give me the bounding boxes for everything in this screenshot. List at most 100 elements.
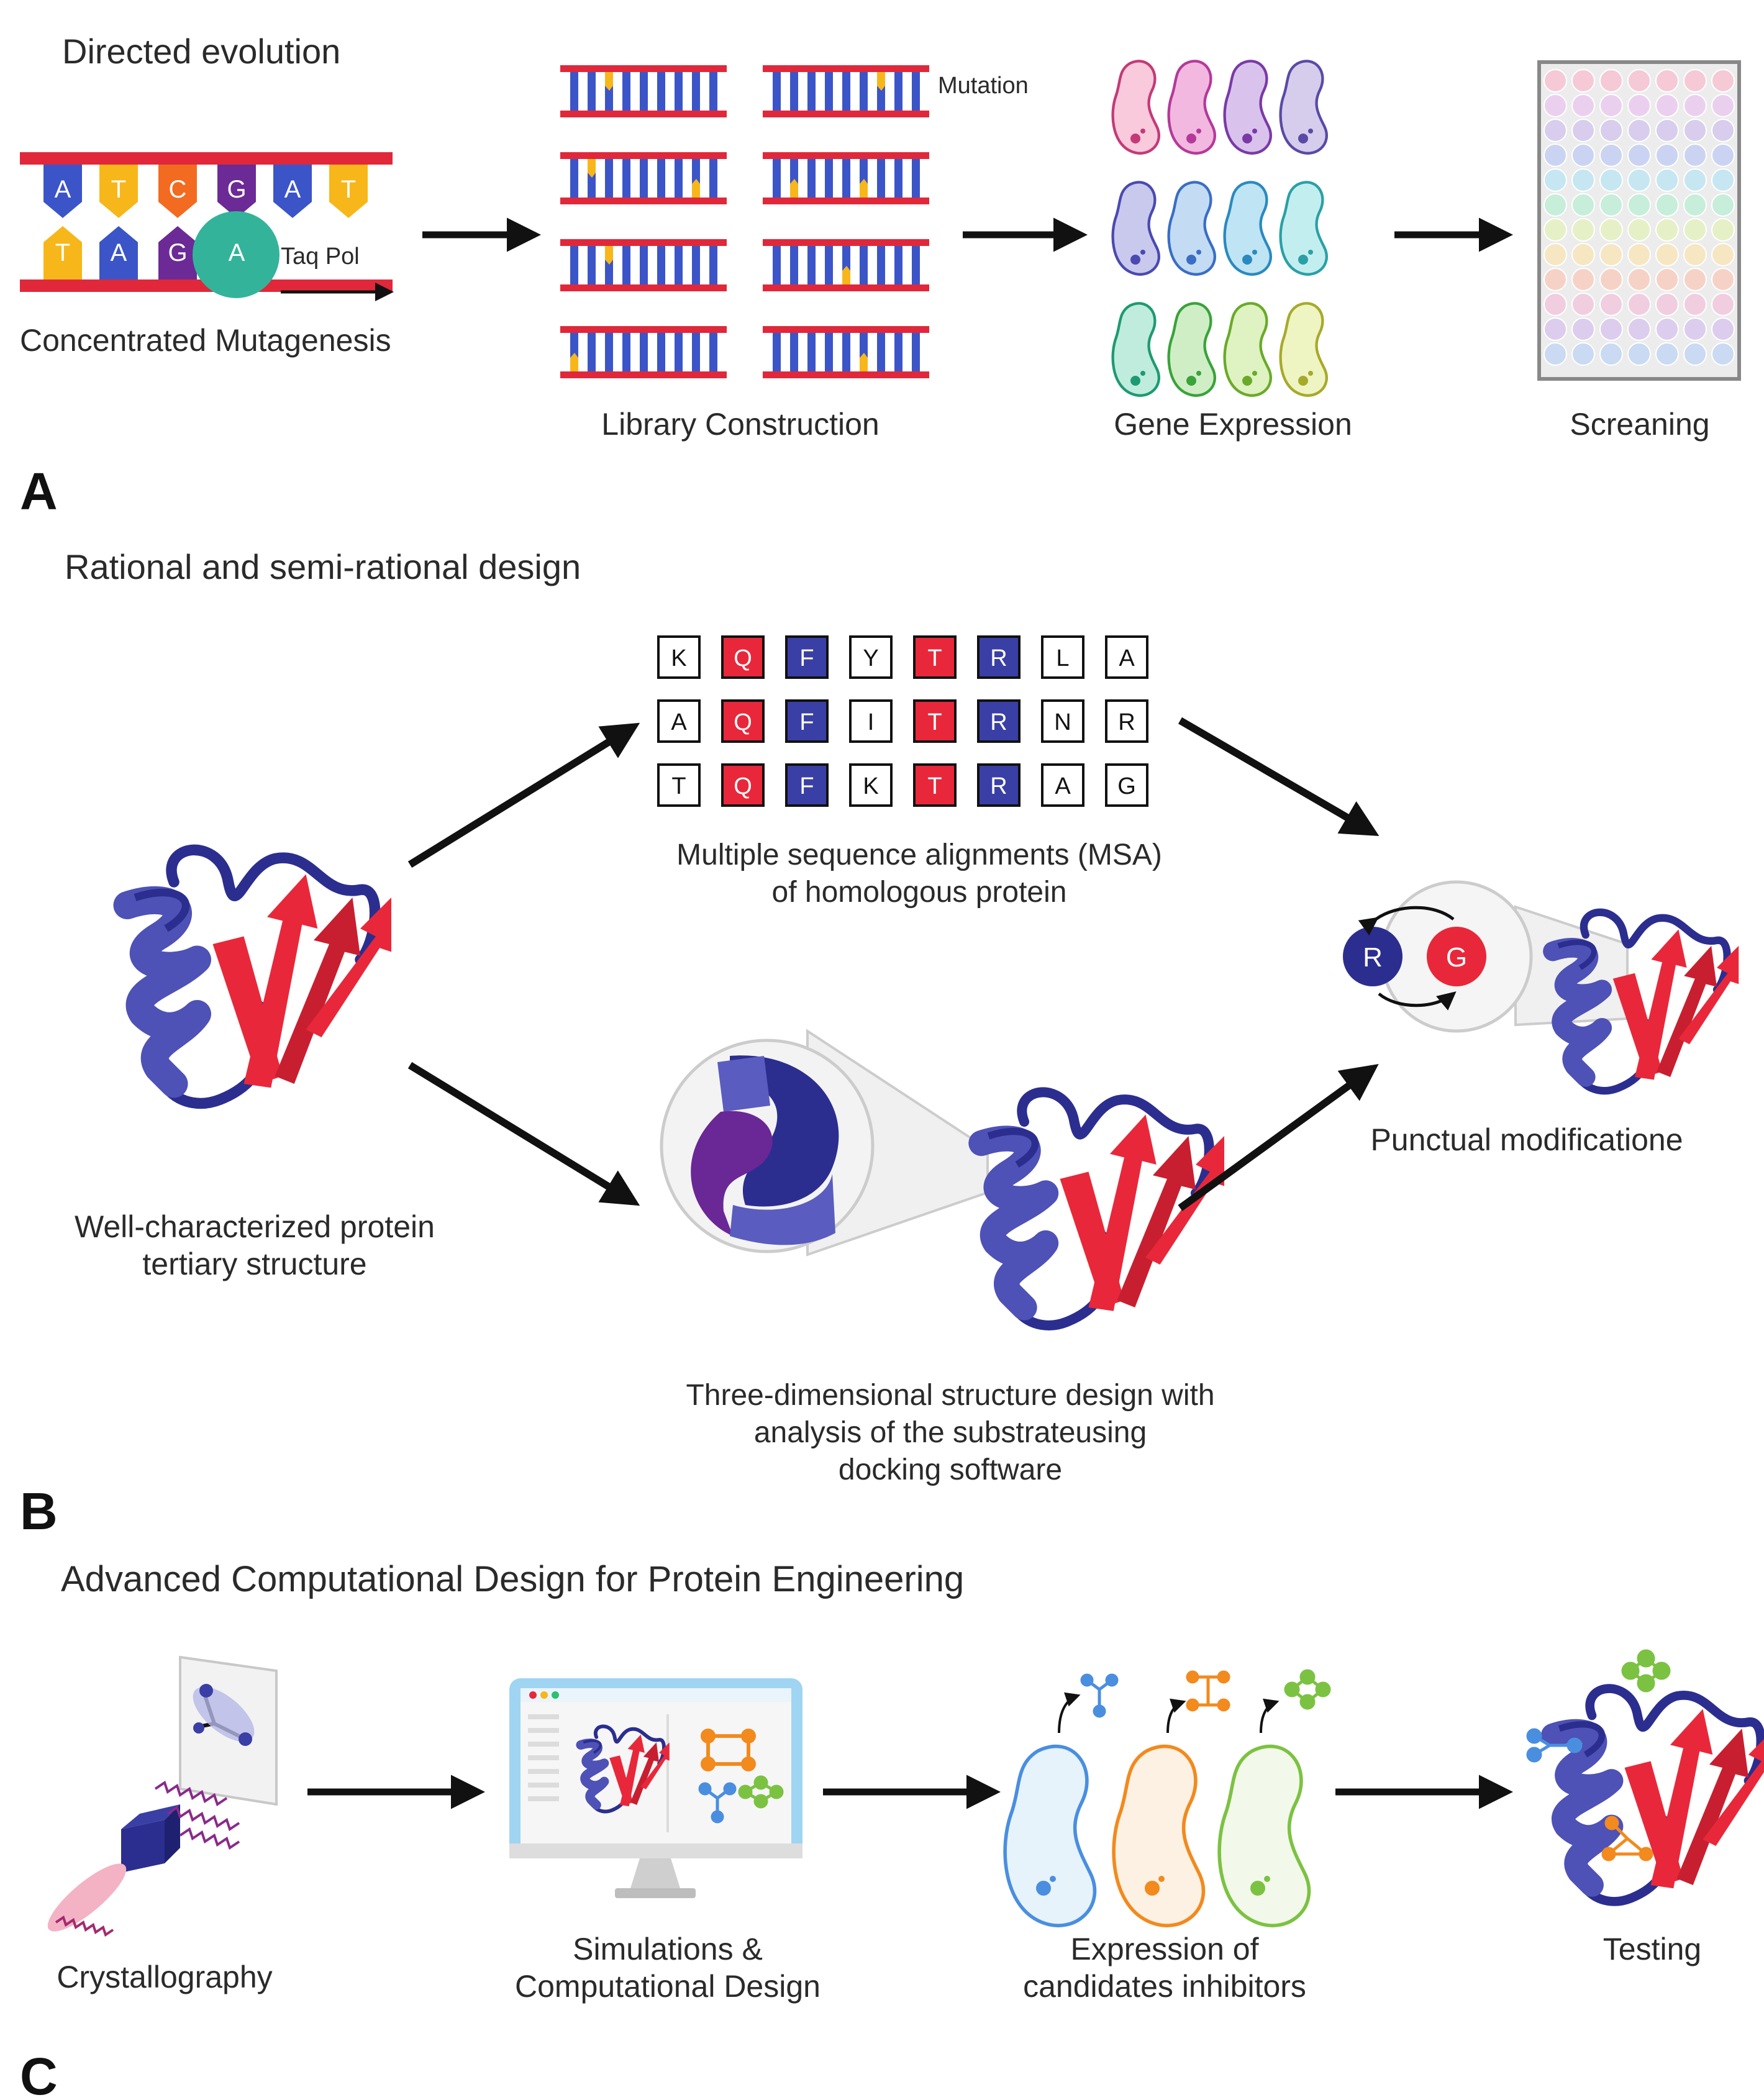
screening-label: Screaning <box>1570 407 1709 442</box>
plate-well <box>1683 143 1707 167</box>
punctual-modification-label: Punctual modificatione <box>1370 1122 1683 1157</box>
plate-well <box>1599 69 1623 93</box>
plate-well <box>1543 218 1567 242</box>
dna-bottom-base: G <box>168 239 187 266</box>
plate-well <box>1543 268 1567 291</box>
dna-ladder <box>763 65 929 117</box>
plate-well <box>1627 268 1651 291</box>
msa-residue: R <box>1118 709 1135 735</box>
plate-well <box>1571 69 1595 93</box>
plate-well <box>1627 218 1651 242</box>
msa-cell: R <box>977 763 1021 807</box>
msa-residue: T <box>927 709 942 735</box>
plate-well <box>1683 193 1707 217</box>
msa-residue: N <box>1054 709 1071 735</box>
plate-well <box>1627 243 1651 266</box>
plate-well <box>1571 342 1595 366</box>
plate-well <box>1571 193 1595 217</box>
plate-well <box>1683 69 1707 93</box>
plate-well <box>1655 143 1679 167</box>
msa-residue: L <box>1056 645 1069 671</box>
bacterium-cell-icon <box>1225 61 1271 153</box>
msa-residue: A <box>671 709 687 735</box>
panel-letter: A <box>20 462 58 520</box>
plate-well <box>1571 218 1595 242</box>
msa-cell: R <box>977 635 1021 679</box>
panel-a-title: Directed evolution <box>62 32 340 71</box>
panel-letter: C <box>20 2047 58 2100</box>
protein-label-line2: tertiary structure <box>142 1247 366 1281</box>
plate-well <box>1711 119 1735 142</box>
dna-ladder <box>560 65 727 117</box>
plate-well <box>1683 168 1707 192</box>
dna-ladder <box>560 326 727 378</box>
dna-ladder <box>560 152 727 204</box>
panel-letter: B <box>20 1482 58 1540</box>
plate-well <box>1711 317 1735 341</box>
msa-cell: A <box>657 699 701 743</box>
testing-label: Testing <box>1603 1932 1701 1966</box>
plate-well <box>1627 168 1651 192</box>
msa-cell: G <box>1105 763 1148 807</box>
plate-well <box>1711 218 1735 242</box>
residue-r-icon <box>1343 927 1403 986</box>
bacterium-cell-icon <box>1169 303 1215 395</box>
plate-well <box>1711 268 1735 291</box>
msa-cell: T <box>657 763 701 807</box>
msa-residue: R <box>990 709 1007 735</box>
plate-well <box>1627 69 1651 93</box>
plate-well <box>1599 94 1623 117</box>
dna-bottom-base: T <box>55 239 70 266</box>
plate-well <box>1543 193 1567 217</box>
panel-b: Rational and semi-rational design Well-c… <box>20 547 1739 1540</box>
msa-cell: I <box>849 699 893 743</box>
plate-well <box>1627 119 1651 142</box>
msa-residue: K <box>863 773 878 799</box>
panel-c: Advanced Computational Design for Protei… <box>20 1559 1764 2100</box>
plate-well <box>1599 243 1623 266</box>
msa-label-line2: of homologous protein <box>772 876 1067 909</box>
bacterium-cell-icon <box>1281 61 1327 153</box>
plate-well <box>1683 218 1707 242</box>
msa-cell: F <box>785 699 829 743</box>
bacterium-cell-icon <box>1169 61 1215 153</box>
docking-label-line2: analysis of the substrateusing <box>754 1416 1147 1449</box>
msa-residue: G <box>1117 773 1136 799</box>
plate-well <box>1571 168 1595 192</box>
bacterium-cell-icon <box>1113 182 1159 274</box>
msa-residue: K <box>671 645 686 671</box>
msa-residue: F <box>799 773 814 799</box>
dna-ladder <box>763 239 929 291</box>
panel-b-title: Rational and semi-rational design <box>65 547 581 586</box>
bacterium-cell-icon <box>1281 303 1327 395</box>
bound-inhibitors <box>1526 1649 1671 1861</box>
crystallography-illustration <box>47 1655 278 1937</box>
plate-well <box>1627 342 1651 366</box>
plate-well <box>1711 168 1735 192</box>
plate-well <box>1655 218 1679 242</box>
plate-well <box>1543 94 1567 117</box>
plate-well <box>1543 342 1567 366</box>
plate-well <box>1571 143 1595 167</box>
plate-well <box>1543 168 1567 192</box>
msa-residue: R <box>990 645 1007 671</box>
msa-label-line1: Multiple sequence alignments (MSA) <box>676 839 1162 871</box>
plate-well <box>1683 342 1707 366</box>
protein-label-line1: Well-characterized protein <box>75 1209 435 1244</box>
plate-well <box>1711 143 1735 167</box>
plate-well <box>1543 293 1567 316</box>
protein-structure-illustration <box>1553 912 1739 1091</box>
plate-well <box>1543 243 1567 266</box>
plate-well <box>1711 243 1735 266</box>
msa-cell: Q <box>721 635 765 679</box>
plate-well <box>1683 243 1707 266</box>
dna-top-base: G <box>227 176 246 203</box>
expression-label-line1: Expression of <box>1071 1932 1259 1966</box>
msa-cell: T <box>913 699 957 743</box>
msa-cell: L <box>1041 635 1084 679</box>
plate-well <box>1683 94 1707 117</box>
plate-well <box>1599 293 1623 316</box>
msa-cell: T <box>913 763 957 807</box>
msa-residue: R <box>990 773 1007 799</box>
plate-well <box>1627 317 1651 341</box>
